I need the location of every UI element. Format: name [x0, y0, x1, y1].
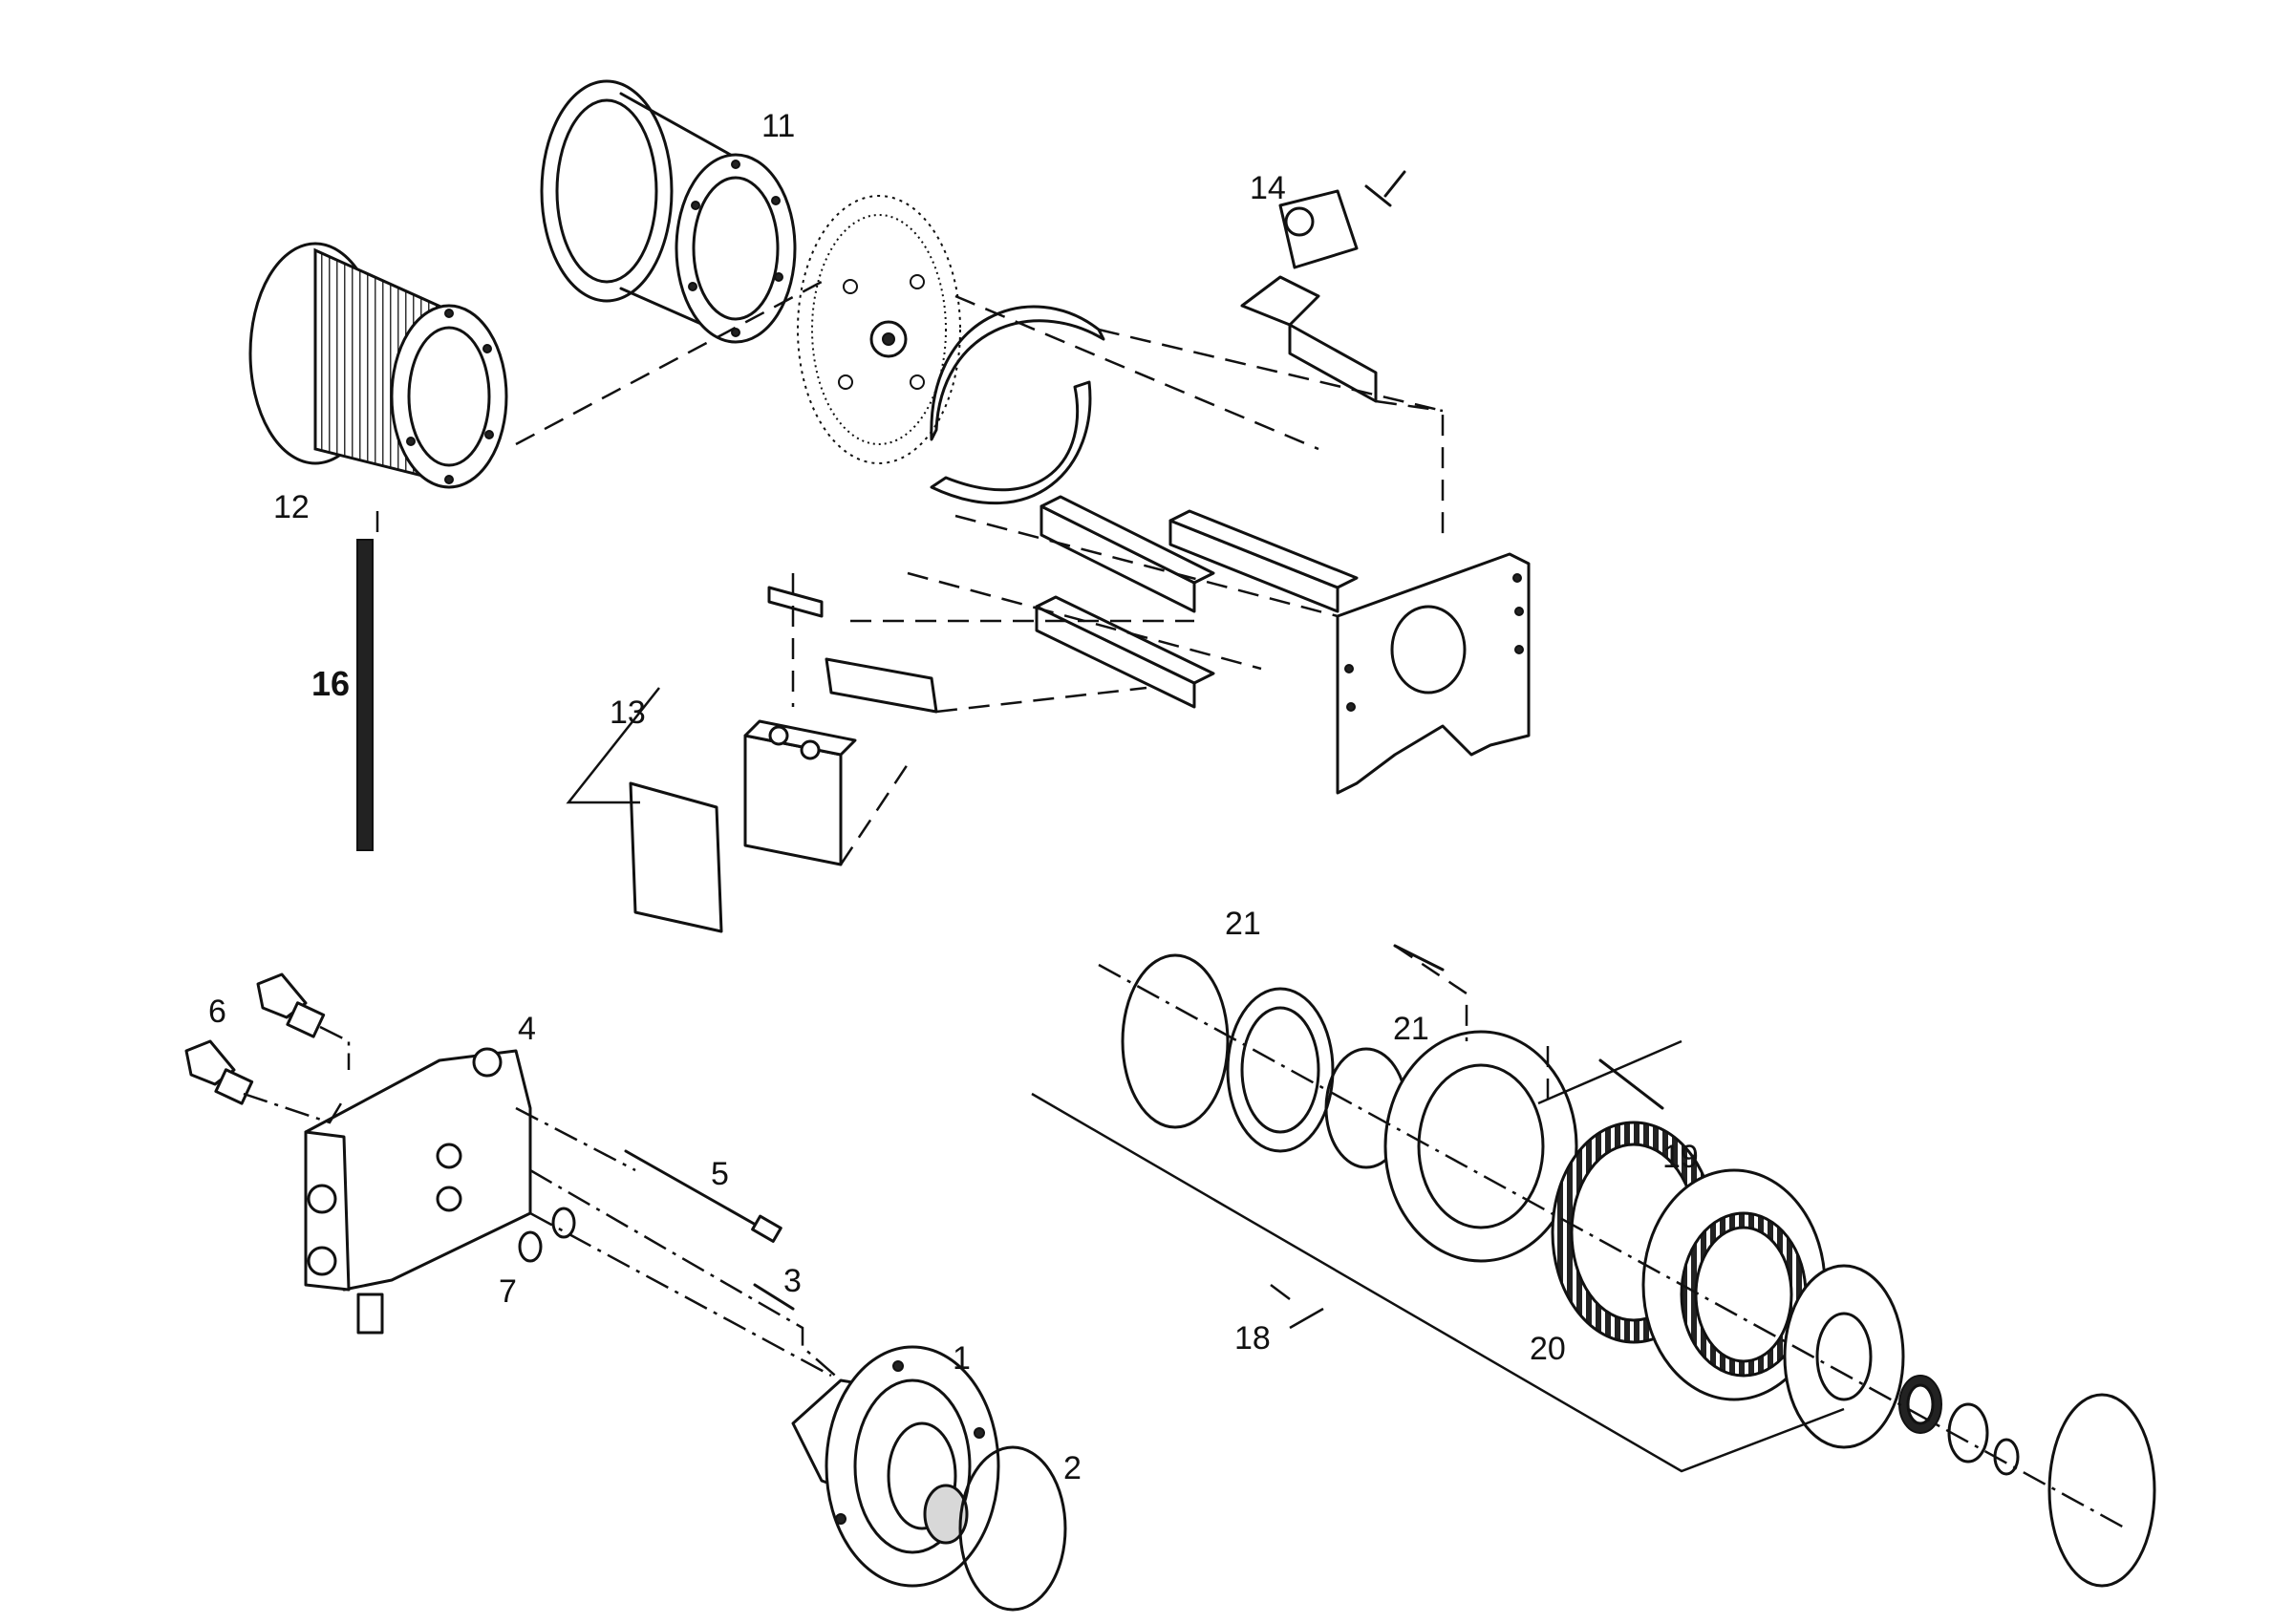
sprocket-plate	[797, 195, 961, 464]
label-21-middle: 21	[1393, 1011, 1429, 1047]
label-2: 2	[1063, 1450, 1082, 1486]
label-1: 1	[953, 1340, 971, 1377]
frame-assembly	[1035, 495, 1531, 795]
label-20: 20	[1530, 1331, 1566, 1367]
label-7: 7	[499, 1273, 517, 1310]
assembly-lines	[243, 280, 2127, 1530]
valve-block	[304, 1047, 532, 1335]
frame-hoops	[930, 305, 1105, 505]
label-19: 19	[1662, 1139, 1699, 1175]
label-11: 11	[761, 108, 795, 144]
drum-shell	[540, 79, 797, 344]
label-13: 13	[610, 694, 646, 731]
label-21-top: 21	[1225, 906, 1261, 942]
control-lever	[1240, 170, 1406, 403]
label-12: 12	[273, 489, 310, 525]
control-box	[629, 586, 938, 933]
hose-fittings	[184, 972, 326, 1105]
label-18: 18	[1234, 1320, 1271, 1357]
bolts	[624, 1149, 795, 1311]
hydraulic-motor	[791, 1345, 1000, 1588]
valve-o-rings	[518, 1207, 576, 1263]
grooved-drum	[248, 242, 508, 489]
label-5: 5	[711, 1156, 729, 1192]
label-16: 16	[311, 664, 350, 703]
label-14: 14	[1250, 170, 1286, 206]
brake-assembly	[1121, 944, 2156, 1588]
label-6: 6	[208, 994, 226, 1030]
part-labels: 11 12 14 16 13 21 21 19 20 18 6 4 5 7 3 …	[208, 108, 1699, 1486]
label-4: 4	[518, 1011, 536, 1047]
wire-rope	[356, 539, 374, 851]
leader-lines	[566, 687, 1845, 1473]
motor-o-ring	[958, 1445, 1067, 1612]
label-3: 3	[783, 1263, 802, 1299]
